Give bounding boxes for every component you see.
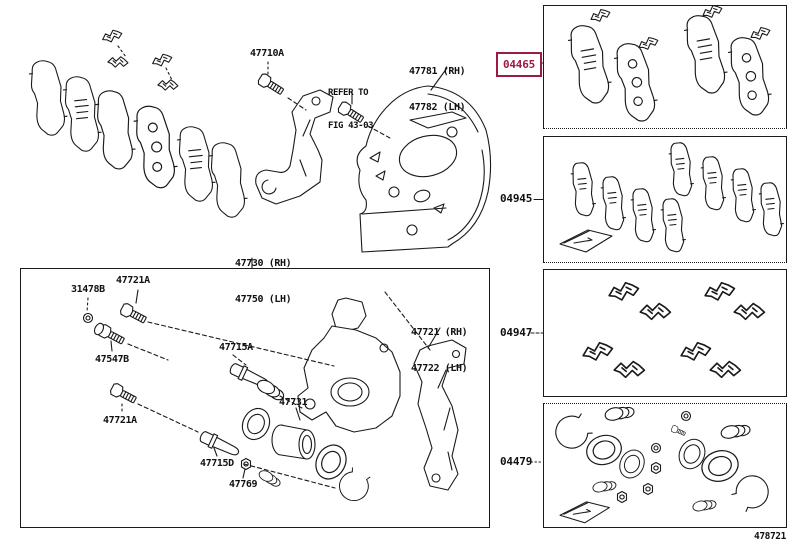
- label-mounting-bolt[interactable]: 47721A: [103, 415, 137, 426]
- label-cylinder-assy[interactable]: 47730 (RH) 47750 (LH): [235, 234, 292, 330]
- shim-kit-box: [543, 136, 787, 263]
- label-slide-pin-lower[interactable]: 47715D: [200, 458, 234, 469]
- mounting-lh: 47722 (LH): [411, 363, 468, 374]
- dust-cover-rh: 47781 (RH): [409, 66, 466, 77]
- label-fitting[interactable]: 47547B: [95, 354, 129, 365]
- kit-label-connectors: [530, 62, 544, 463]
- fitting-kit-box: [543, 269, 787, 397]
- dust-cover-lh: 47782 (LH): [409, 102, 466, 113]
- refer-note-line1: REFER TO: [328, 88, 369, 98]
- fitting-kit-code[interactable]: 04947: [500, 326, 533, 339]
- label-pad-mount-bolt[interactable]: 47710A: [250, 48, 284, 59]
- pad-clips-drawing: [100, 28, 180, 93]
- cylinder-kit-code[interactable]: 04479: [500, 455, 533, 468]
- refer-note-line2: FIG 43-03: [328, 121, 374, 131]
- label-pin-nut[interactable]: 47769: [229, 479, 258, 490]
- pad-mount-bolt-drawing: [256, 61, 307, 111]
- shim-kit-code[interactable]: 04945: [500, 192, 533, 205]
- label-bleeder-plug[interactable]: 47721A: [116, 275, 150, 286]
- mounting-rh: 47721 (RH): [411, 327, 468, 338]
- label-refer-note[interactable]: REFER TO FIG 43-03: [328, 66, 374, 154]
- pad-kit-box: [543, 5, 787, 129]
- figure-code: 478721: [754, 531, 786, 542]
- label-piston[interactable]: 47731: [279, 397, 308, 408]
- label-caliper-mounting[interactable]: 47721 (RH) 47722 (LH): [411, 303, 468, 399]
- label-slide-pin-upper[interactable]: 47715A: [219, 342, 253, 353]
- cylinder-assy-lh: 47750 (LH): [235, 294, 292, 305]
- caliper-bracket-drawing: [255, 89, 334, 205]
- pad-kit-code-highlighted[interactable]: 04465: [496, 52, 542, 77]
- brake-pads-exploded-drawing: [27, 58, 250, 220]
- cylinder-kit-box: [543, 403, 787, 528]
- cylinder-assy-rh: 47730 (RH): [235, 258, 292, 269]
- label-bleeder-cap[interactable]: 31478B: [71, 284, 105, 295]
- label-dust-cover[interactable]: 47781 (RH) 47782 (LH): [409, 42, 466, 138]
